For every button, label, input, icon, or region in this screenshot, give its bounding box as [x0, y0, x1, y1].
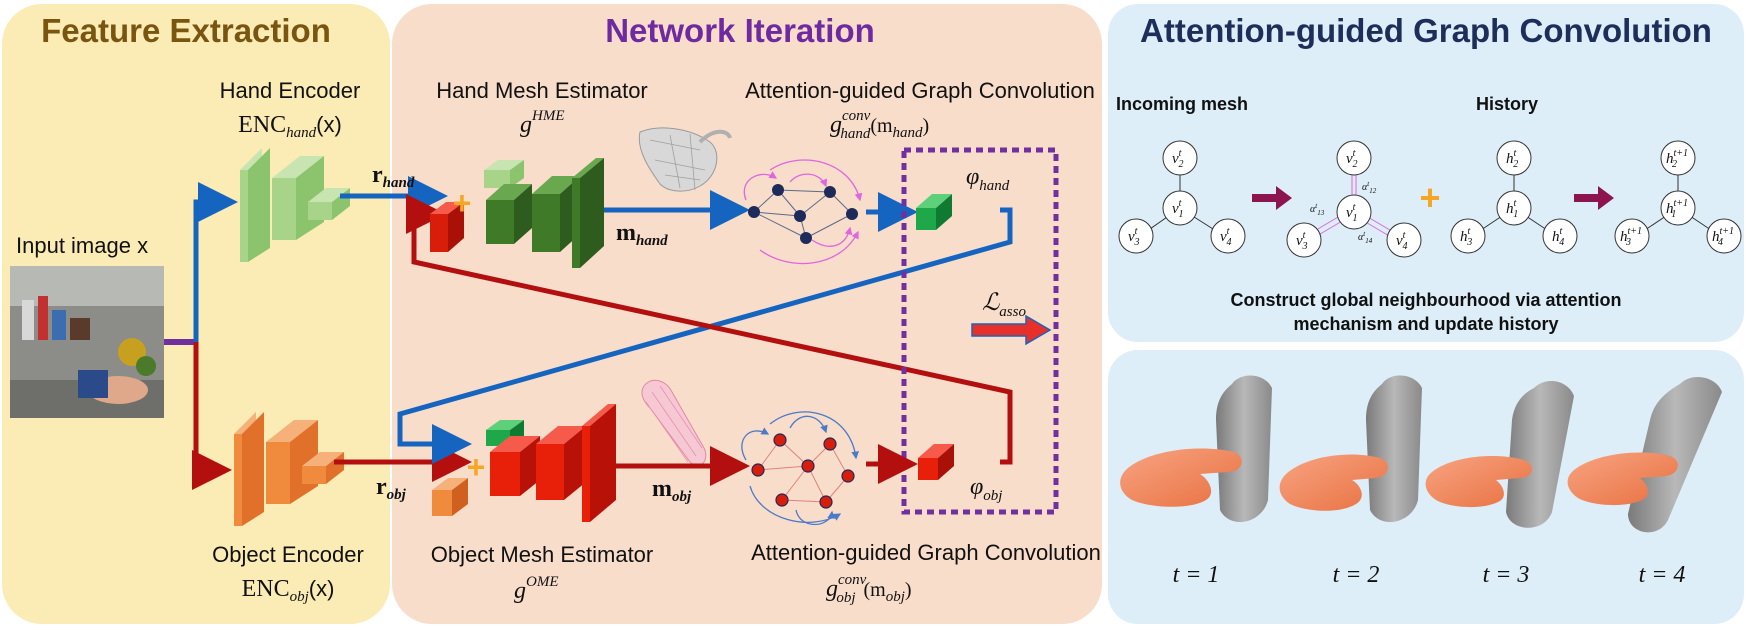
input-to-hand-encoder-arrow [193, 182, 238, 342]
svg-text:vt3: vt3 [1128, 226, 1139, 248]
svg-text:ht+11: ht+11 [1666, 198, 1687, 220]
hme-plus: + [453, 185, 472, 221]
svg-text:vt3: vt3 [1296, 230, 1307, 252]
svg-text:αt13: αt13 [1310, 202, 1325, 217]
history-update-arrow [1574, 186, 1614, 210]
svg-text:vt4: vt4 [1220, 226, 1231, 248]
r-obj-label: robj [376, 474, 407, 503]
ome-plus: + [467, 449, 486, 485]
input-image-label: Input image x [16, 233, 148, 258]
association-dashed-box [901, 147, 1059, 515]
object-encoder-label: Object Encoder [212, 542, 364, 567]
hand-encoder-label: Hand Encoder [220, 78, 361, 103]
svg-text:αt14: αt14 [1358, 230, 1373, 245]
combine-plus: + [1419, 177, 1440, 218]
svg-text:ht3: ht3 [1460, 226, 1472, 248]
r-hand-label: rhand [372, 162, 415, 191]
attention-graph-title: Attention-guided Graph Convolution [1140, 12, 1712, 49]
time-label-4: t = 4 [1639, 562, 1686, 588]
svg-text:ht+14: ht+14 [1712, 226, 1734, 248]
svg-text:ht1: ht1 [1506, 198, 1518, 220]
render-t4 [1567, 377, 1722, 533]
input-to-object-encoder-arrow [192, 342, 232, 490]
incoming-mesh-label: Incoming mesh [1116, 94, 1248, 114]
time-label-3: t = 3 [1483, 562, 1530, 588]
object-encoder-block [234, 412, 344, 526]
m-obj-label: mobj [652, 476, 692, 505]
svg-text:vt1: vt1 [1172, 198, 1183, 220]
hme-formula: gHME [520, 108, 565, 138]
attention-panel-top [1108, 4, 1744, 342]
input-image [10, 266, 164, 418]
network-iteration-title: Network Iteration [605, 12, 875, 49]
phi-hand-block [916, 194, 952, 230]
loss-label: ℒasso [982, 290, 1026, 320]
render-t1 [1120, 375, 1272, 523]
object-mesh-estimator-block [432, 404, 616, 522]
svg-text:ht+12: ht+12 [1666, 148, 1688, 170]
render-t3 [1425, 381, 1574, 528]
svg-text:ht4: ht4 [1552, 226, 1564, 248]
hand-encoder-block [240, 148, 350, 262]
svg-text:vt2: vt2 [1346, 148, 1357, 170]
object-attention-graph [741, 411, 860, 525]
hand-attention-graph [743, 159, 863, 265]
svg-text:ht+13: ht+13 [1620, 226, 1642, 248]
svg-text:αt12: αt12 [1362, 180, 1377, 195]
svg-text:vt1: vt1 [1346, 202, 1357, 224]
construct-caption-line1: Construct global neighbourhood via atten… [1231, 290, 1622, 310]
hand-encoder-formula: ENChand(x) [238, 112, 342, 141]
render-t2 [1279, 375, 1422, 523]
object-mesh-render [641, 379, 707, 467]
hand-mesh-estimator-block [430, 158, 604, 268]
time-label-2: t = 2 [1333, 562, 1380, 588]
ome-title: Object Mesh Estimator [431, 542, 654, 567]
history-label: History [1476, 94, 1538, 114]
feature-extraction-title: Feature Extraction [41, 12, 331, 49]
time-label-1: t = 1 [1173, 562, 1220, 588]
phi-obj-feedback-arrow [406, 194, 1013, 465]
agc-hand-title: Attention-guided Graph Convolution [745, 78, 1095, 103]
svg-text:vt4: vt4 [1396, 230, 1407, 252]
m-hand-label: mhand [616, 220, 668, 249]
svg-text:ht2: ht2 [1506, 148, 1518, 170]
phi-hand-label: φhand [966, 164, 1010, 194]
object-encoder-formula: ENCobj(x) [242, 576, 335, 605]
incoming-to-attention-arrow [1252, 186, 1292, 210]
phi-obj-block [918, 444, 954, 480]
loss-arrow [971, 314, 1052, 346]
hme-title: Hand Mesh Estimator [436, 78, 648, 103]
construct-caption-line2: mechanism and update history [1293, 314, 1558, 334]
phi-obj-label: φobj [970, 474, 1002, 504]
agc-obj-title: Attention-guided Graph Convolution [751, 540, 1101, 565]
ome-formula: gOME [514, 574, 559, 604]
svg-text:vt2: vt2 [1172, 148, 1183, 170]
hand-mesh-render [638, 127, 732, 192]
